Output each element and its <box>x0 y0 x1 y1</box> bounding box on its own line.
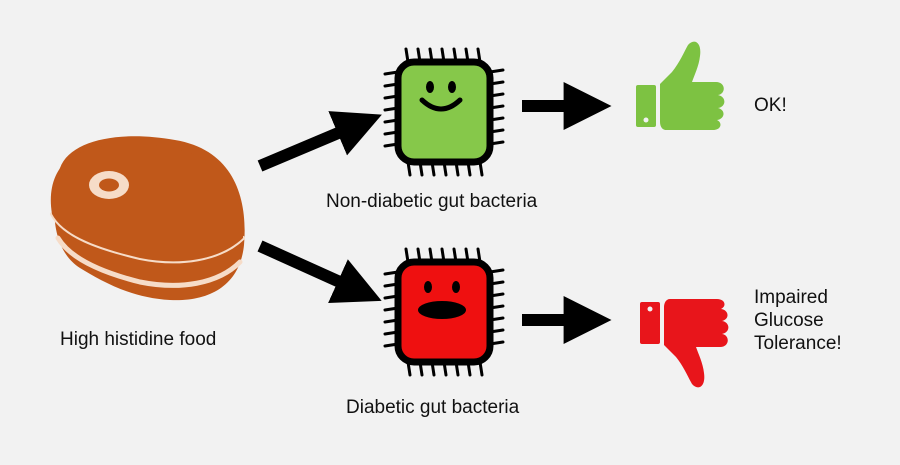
non-diabetic-bacteria-label: Non-diabetic gut bacteria <box>326 191 538 212</box>
impaired-line-1: Impaired <box>754 287 828 308</box>
ok-label: OK! <box>754 95 787 116</box>
frowning-bacterium-icon <box>383 247 505 377</box>
arrow-to-non-diabetic <box>257 111 382 172</box>
thumbs-up-icon <box>636 41 725 130</box>
impaired-line-2: Glucose <box>754 310 824 331</box>
smiling-bacterium-icon <box>383 47 505 177</box>
diabetic-bacteria-label: Diabetic gut bacteria <box>346 397 520 418</box>
impaired-line-3: Tolerance! <box>754 333 842 354</box>
food-label: High histidine food <box>60 329 217 350</box>
thumbs-down-icon <box>640 299 729 388</box>
arrow-to-diabetic <box>257 240 382 304</box>
impaired-glucose-label: Impaired Glucose Tolerance! <box>754 286 884 355</box>
steak-icon <box>50 136 245 301</box>
